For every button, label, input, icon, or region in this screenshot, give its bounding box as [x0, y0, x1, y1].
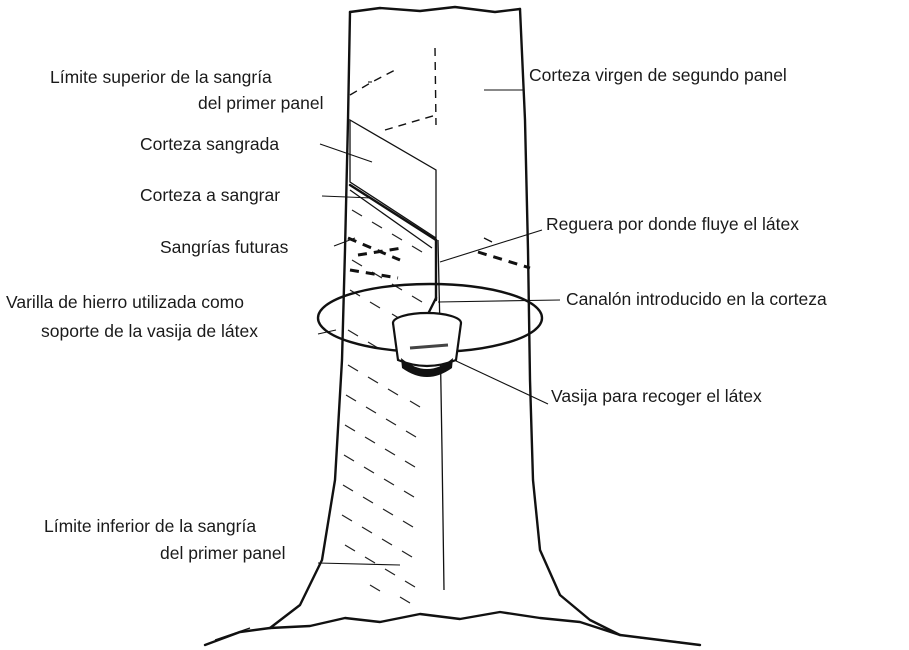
label-tapped-bark: Corteza sangrada — [140, 134, 279, 154]
leader-cup — [454, 360, 548, 404]
leader-lower-limit — [318, 563, 400, 565]
leader-groove — [440, 230, 542, 262]
panel-hatching — [342, 210, 422, 603]
label-upper-limit-line2: del primer panel — [198, 93, 323, 113]
trunk-top-edge — [350, 7, 520, 12]
label-groove: Reguera por donde fluye el látex — [546, 214, 799, 234]
label-future-tappings: Sangrías futuras — [160, 237, 289, 257]
current-tapping-cut — [350, 185, 436, 240]
label-spout: Canalón introducido en la corteza — [566, 289, 827, 309]
future-tapping-dashes — [348, 238, 402, 278]
label-rod-line2: soporte de la vasija de látex — [41, 321, 258, 341]
future-tapping-right-dashes — [478, 252, 530, 268]
trunk-right-edge — [520, 9, 620, 635]
ground-line — [205, 612, 700, 645]
label-bark-to-tap: Corteza a sangrar — [140, 185, 280, 205]
latex-cup — [393, 313, 461, 377]
label-cup: Vasija para recoger el látex — [551, 386, 762, 406]
label-virgin-bark: Corteza virgen de segundo panel — [529, 65, 787, 85]
label-rod-line1: Varilla de hierro utilizada como — [6, 292, 244, 312]
leader-spout — [438, 300, 560, 302]
tapped-bark-upper-dotted — [385, 115, 436, 130]
label-upper-limit-line1: Límite superior de la sangría — [50, 67, 272, 87]
upper-limit-line — [350, 48, 436, 125]
label-lower-limit-line1: Límite inferior de la sangría — [44, 516, 256, 536]
tapping-cut-shadow — [350, 190, 432, 248]
cup-body — [393, 323, 461, 366]
label-lower-limit-line2: del primer panel — [160, 543, 285, 563]
panel-vertical-boundary — [438, 240, 444, 590]
future-tapping-small-mark — [484, 238, 492, 242]
